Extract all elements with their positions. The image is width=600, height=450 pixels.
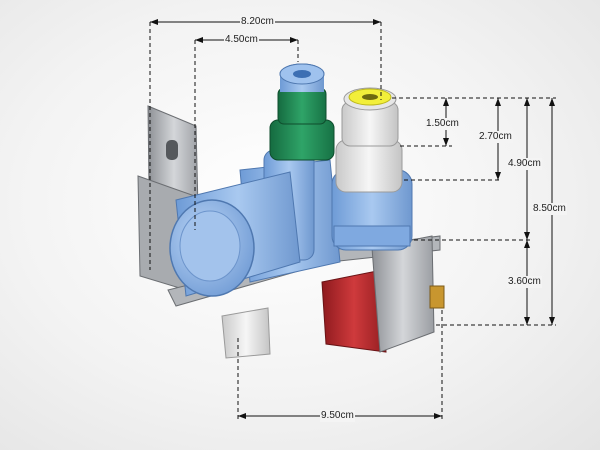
blue-inlet-cap <box>169 199 255 297</box>
dimension-arrowheads <box>150 19 555 419</box>
dim-label-total-height: 8.50cm <box>532 203 567 215</box>
dim-label-upper-height: 4.90cm <box>507 158 542 170</box>
solenoid-coil <box>321 235 445 353</box>
lower-connector <box>221 307 271 359</box>
white-fitting <box>333 87 411 247</box>
dim-label-fitting-height: 1.50cm <box>425 118 460 130</box>
green-inlet <box>269 63 335 161</box>
terminal-tab <box>429 285 445 309</box>
inlet-bore <box>293 70 311 78</box>
dim-label-fitting-total: 2.70cm <box>478 131 513 143</box>
dim-label-base-width: 9.50cm <box>320 410 355 422</box>
dim-label-overall-width: 8.20cm <box>240 16 275 28</box>
bracket-slot <box>166 140 178 160</box>
dim-label-lower-height: 3.60cm <box>507 276 542 288</box>
dim-label-inlet-spacing: 4.50cm <box>224 34 259 46</box>
